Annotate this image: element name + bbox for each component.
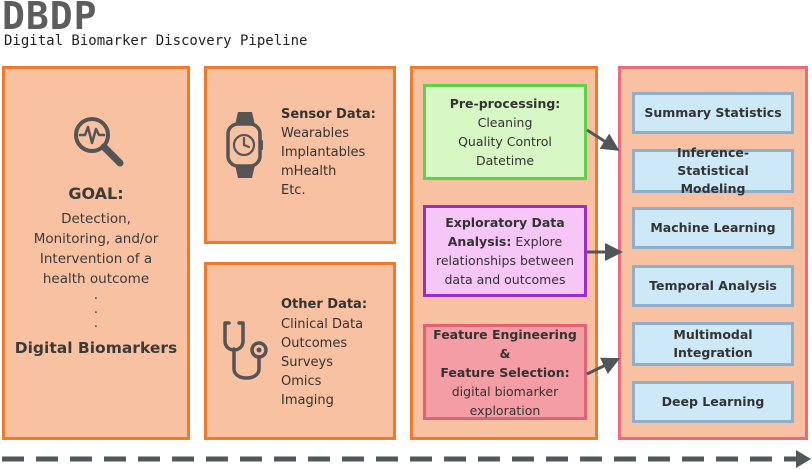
goal-panel: GOAL: Detection, Monitoring, and/or Inte… (2, 66, 190, 440)
goal-dot: . (93, 288, 99, 303)
eda-title-line: Analysis: Explore (448, 232, 563, 251)
goal-ellipsis: . . . (5, 289, 187, 331)
goal-title: GOAL: (68, 184, 124, 203)
method-label: Multimodal Integration (673, 327, 753, 360)
goal-line: Intervention of a (39, 251, 153, 267)
eda-item: relationships between (435, 253, 574, 268)
method-label: Machine Learning (650, 220, 776, 235)
goal-dot: . (93, 302, 99, 317)
other-data-title: Other Data: (281, 297, 368, 312)
other-data-item: Imaging (281, 393, 334, 408)
other-data-list: Clinical Data Outcomes Surveys Omics Ima… (281, 315, 363, 410)
page-subtitle: Digital Biomarker Discovery Pipeline (4, 33, 308, 49)
sensor-data-item: Implantables (281, 145, 366, 160)
sensor-data-list: Wearables Implantables mHealth Etc. (281, 124, 365, 200)
goal-line: Detection, (61, 211, 131, 227)
preprocessing-title: Pre-processing: (449, 96, 561, 111)
sensor-data-item: Etc. (281, 183, 306, 198)
other-data-item: Omics (281, 374, 322, 389)
sensor-data-title: Sensor Data: (281, 107, 376, 122)
other-data-item: Clinical Data (281, 317, 364, 332)
smartwatch-icon (226, 112, 263, 178)
eda-title-label: Analysis: (447, 234, 512, 249)
preprocessing-arrow (586, 128, 620, 151)
temporal-analysis-box: Temporal Analysis (632, 265, 794, 307)
other-data-panel: Other Data: Clinical Data Outcomes Surve… (204, 262, 396, 440)
preprocessing-item: Cleaning (477, 115, 533, 130)
feature-engineering-arrow (586, 357, 621, 376)
goal-footer: Digital Biomarkers (14, 339, 178, 357)
other-data-item: Outcomes (281, 336, 348, 351)
eda-step: Exploratory Data Analysis: Explore relat… (423, 205, 587, 297)
feature-engineering-title: Feature Engineering & (433, 326, 577, 361)
feature-engineering-step: Feature Engineering & Feature Selection:… (423, 324, 587, 420)
method-label: Summary Statistics (644, 105, 782, 120)
machine-learning-box: Machine Learning (632, 207, 794, 249)
preprocessing-item: Quality Control (458, 134, 552, 149)
eda-title: Exploratory Data (445, 215, 565, 230)
preprocessing-step: Pre-processing: Cleaning Quality Control… (423, 84, 587, 180)
magnifier-waveform-icon (74, 117, 124, 167)
timeline-arrowhead (796, 450, 811, 468)
sensor-data-item: mHealth (281, 164, 337, 179)
dbdp-logo: DBDP (2, 0, 98, 38)
goal-description: Detection, Monitoring, and/or Interventi… (5, 209, 187, 289)
feature-selection-title: Feature Selection: (440, 364, 570, 380)
preprocessing-item: Datetime (475, 153, 535, 168)
method-label: Deep Learning (661, 394, 765, 409)
multimodal-integration-box: Multimodal Integration (632, 322, 794, 366)
method-label: Inference- Statistical Modeling (676, 145, 750, 196)
goal-line: health outcome (42, 271, 150, 287)
stethoscope-icon (223, 321, 268, 380)
statistical-modeling-box: Inference- Statistical Modeling (632, 145, 794, 196)
feature-engineering-item: digital biomarker (451, 383, 559, 399)
method-label: Temporal Analysis (649, 278, 777, 293)
summary-statistics-box: Summary Statistics (632, 92, 794, 134)
feature-engineering-item: exploration (469, 402, 541, 418)
goal-dot: . (93, 316, 99, 331)
sensor-data-item: Wearables (281, 126, 350, 141)
sensor-data-panel: Sensor Data: Wearables Implantables mHea… (204, 66, 396, 244)
deep-learning-box: Deep Learning (632, 381, 794, 423)
eda-title-tail: Explore (511, 234, 563, 249)
other-data-item: Surveys (281, 355, 333, 370)
eda-item: data and outcomes (444, 272, 566, 287)
goal-line: Monitoring, and/or (33, 231, 159, 247)
